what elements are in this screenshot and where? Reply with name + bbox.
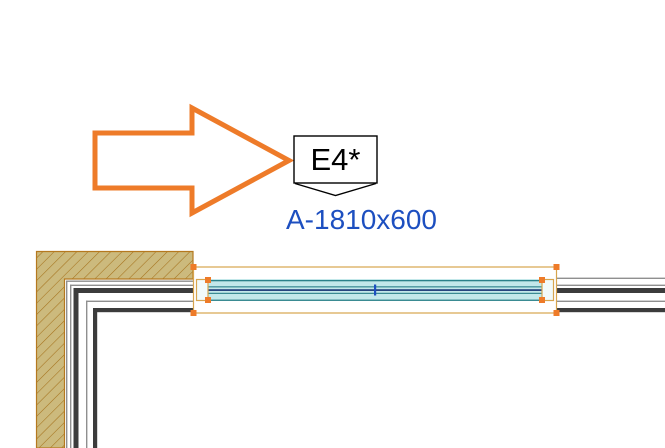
wall-layer-line [70,284,193,286]
wall-layer-line [66,280,68,448]
wall-layer-line [93,308,193,313]
wall-layer-lines [66,277,665,448]
window-marker-check [294,182,377,197]
selection-handle[interactable] [190,264,197,270]
wall-layer-line [557,277,665,279]
wall-layer-line [73,288,193,293]
window-object[interactable] [192,266,558,314]
window-frame-line [208,299,542,301]
wall-structure[interactable] [35,250,665,448]
arrow-right-icon [92,103,295,218]
window-marker[interactable]: E4* [293,135,378,197]
selection-handle[interactable] [205,297,211,303]
wall-layer-line [86,300,193,302]
wall-layer-line [70,284,72,448]
wall-layer-line [557,288,665,293]
wall-layer-line [557,308,665,313]
wall-layer-line [73,288,79,448]
window-dimension-label[interactable]: A-1810x600 [286,204,437,235]
wall-layer-line [93,308,98,448]
wall-layer-line [86,300,88,448]
wall-layer-line [66,280,193,282]
selection-handle[interactable] [190,310,197,316]
annotation-arrow [92,103,295,218]
selection-handles [190,264,560,316]
selection-handle[interactable] [553,310,560,316]
window-frame-line [208,280,542,282]
window-center-marker[interactable] [374,284,377,296]
selection-handle[interactable] [539,277,545,283]
wall-hatched-core[interactable] [35,250,194,448]
wall-layer-line [557,300,665,302]
window-marker-label: E4* [311,142,361,177]
window-jamb-left [195,278,209,302]
selection-handle[interactable] [539,297,545,303]
window-jamb-right [541,278,555,302]
selection-handle[interactable] [205,277,211,283]
selection-handle[interactable] [553,264,560,270]
window-marker-box [293,135,378,184]
wall-layer-line [557,284,665,286]
